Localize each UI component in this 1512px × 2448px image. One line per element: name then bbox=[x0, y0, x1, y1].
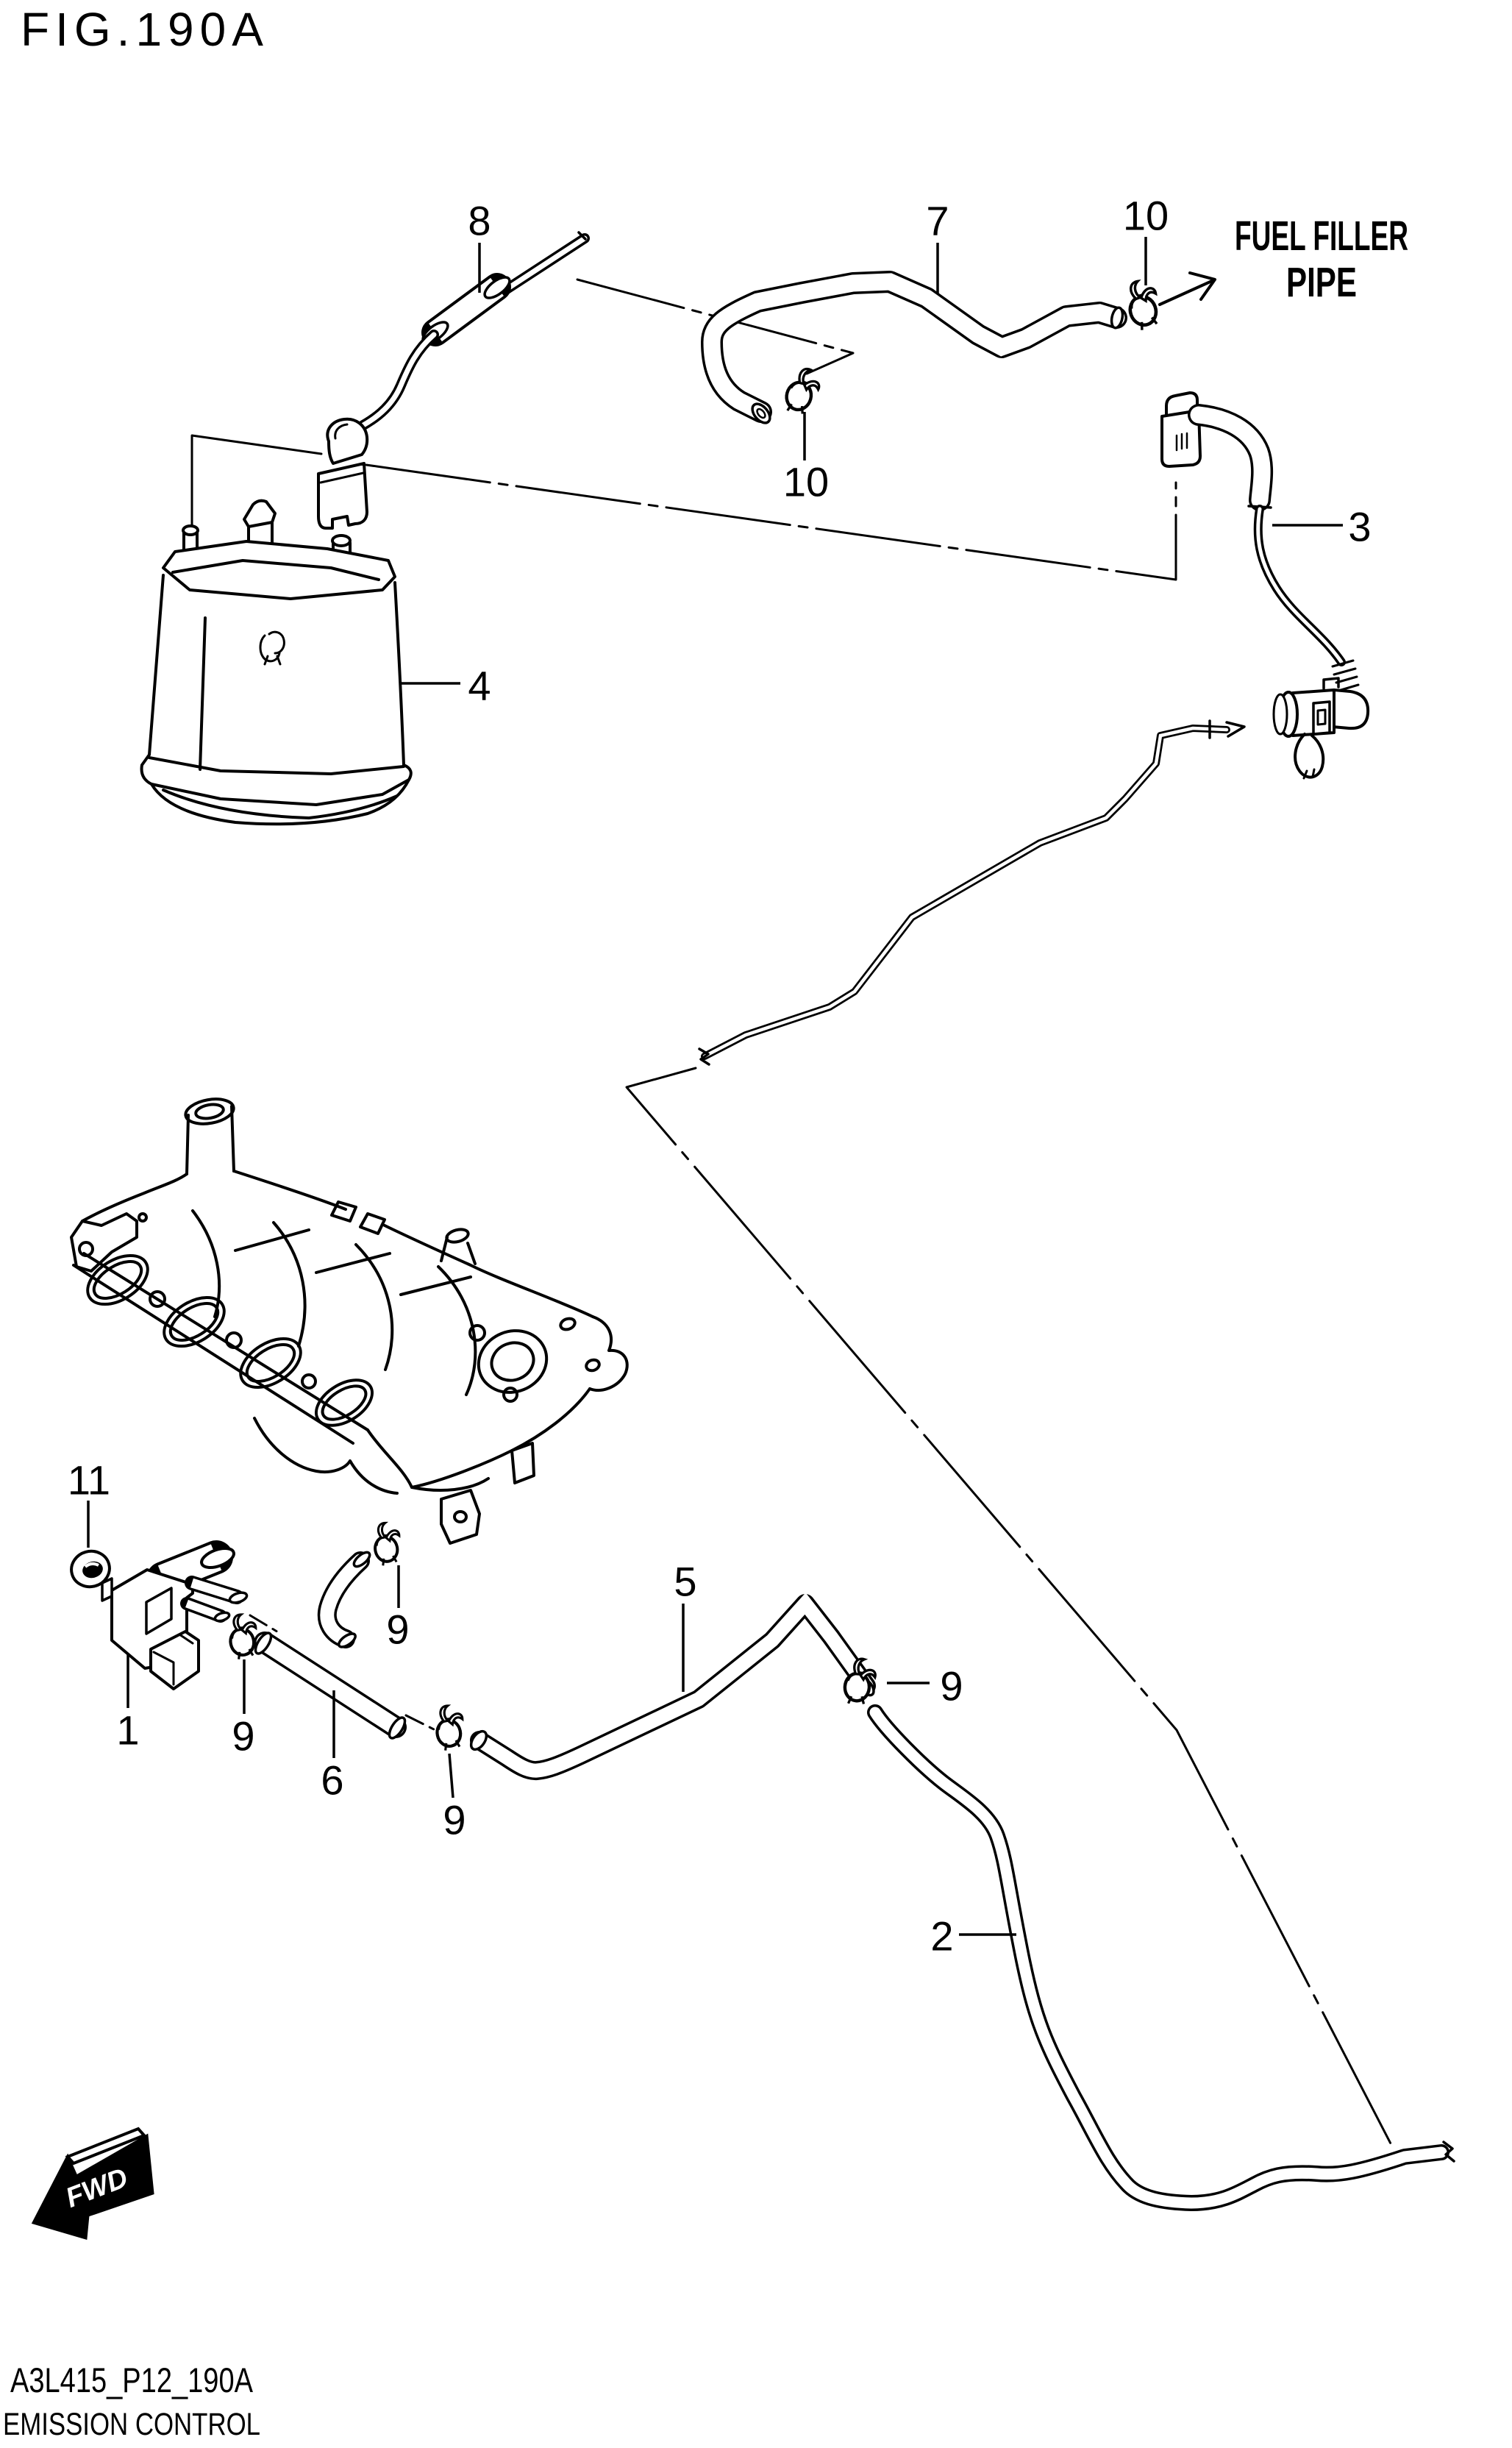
manifold-vacuum-hose bbox=[317, 1551, 371, 1648]
callout-label-9: 9 bbox=[386, 1606, 409, 1653]
canister-clip-mark bbox=[259, 630, 285, 666]
callout-leader bbox=[448, 1753, 454, 1798]
canister-top-face bbox=[162, 540, 396, 600]
part-2-hose bbox=[867, 1704, 1455, 2211]
fuel-filler-label-line1: FUEL FILLER bbox=[1235, 213, 1408, 260]
throttle-flange bbox=[477, 1329, 549, 1394]
part-4-canister bbox=[140, 499, 413, 826]
part-1-purge-valve bbox=[101, 1540, 249, 1690]
fwd-arrow: FWD bbox=[31, 2127, 154, 2240]
fwd-arrow-bevel bbox=[65, 2127, 147, 2166]
axis-dash-valve-hoses bbox=[249, 1614, 443, 1734]
hose2-break-end bbox=[1442, 2141, 1455, 2163]
fuel-filler-pipe-note: FUEL FILLER PIPE bbox=[1158, 213, 1408, 306]
intake-manifold bbox=[70, 1097, 629, 1545]
pipe3-elbow-valve bbox=[1331, 688, 1370, 730]
fuel-filler-label-line2: PIPE bbox=[1286, 259, 1357, 306]
figure-title: FIG.190A bbox=[21, 3, 269, 56]
callout-label-9: 9 bbox=[232, 1713, 254, 1760]
part-8-tube bbox=[317, 231, 590, 530]
vapour-pipe bbox=[698, 719, 1246, 1066]
drawing-code: A3L415_P12_190A bbox=[10, 2360, 254, 2399]
callout-label-6: 6 bbox=[321, 1757, 343, 1804]
callout-label-10: 10 bbox=[783, 459, 829, 505]
match-line-tube8 bbox=[576, 278, 855, 375]
assembly-leader-lines bbox=[190, 278, 1394, 2148]
callout-label-11: 11 bbox=[68, 1457, 110, 1504]
callout-label-3: 3 bbox=[1348, 504, 1371, 550]
part-7-hose bbox=[701, 271, 1127, 424]
callout-label-8: 8 bbox=[468, 198, 491, 244]
leader-elbow-port bbox=[190, 434, 323, 527]
callout-label-10: 10 bbox=[1123, 193, 1169, 239]
callout-label-7: 7 bbox=[926, 198, 949, 244]
part-11-grommet bbox=[70, 1549, 111, 1589]
fuel-filler-arrow-icon bbox=[1158, 271, 1216, 306]
callout-label-5: 5 bbox=[674, 1559, 696, 1605]
callout-label-4: 4 bbox=[468, 663, 491, 709]
pipe-barb-end bbox=[1208, 719, 1246, 739]
match-line-pipe-hose2 bbox=[625, 1067, 1394, 2148]
callout-label-1: 1 bbox=[116, 1707, 139, 1754]
part-6-hose bbox=[254, 1632, 407, 1740]
pipe-break-end bbox=[698, 1047, 710, 1066]
fwd-arrow-body bbox=[31, 2133, 154, 2240]
callout-label-2: 2 bbox=[930, 1913, 953, 1960]
part-3-hose bbox=[1160, 391, 1370, 780]
hose7-right-opening bbox=[1110, 306, 1124, 330]
match-line-canister-pipe3 bbox=[365, 463, 1177, 581]
pipe3-bellows bbox=[1331, 659, 1360, 692]
callout-label-9: 9 bbox=[940, 1663, 963, 1709]
hose7-left-opening bbox=[751, 402, 771, 424]
figure-caption: EMISSION CONTROL bbox=[3, 2407, 260, 2442]
callout-label-9: 9 bbox=[443, 1797, 466, 1843]
valve-connector bbox=[149, 1630, 200, 1690]
